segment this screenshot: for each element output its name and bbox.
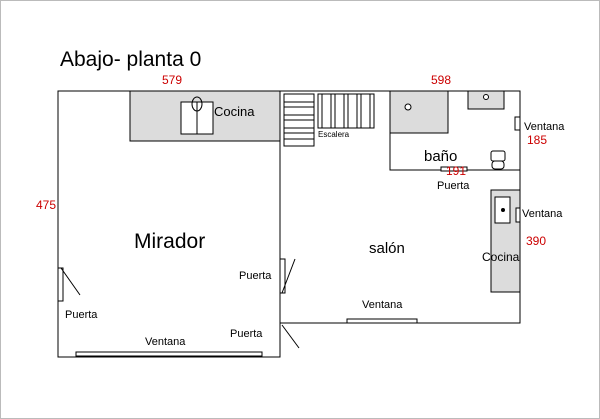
room-label-cocina-top: Cocina xyxy=(214,104,255,119)
room-label-cocina-right: Cocina xyxy=(482,250,520,264)
bathtub-icon xyxy=(389,90,449,134)
room-label-bano: baño xyxy=(424,148,457,165)
plan-title: Abajo- planta 0 xyxy=(60,48,201,71)
label-puerta-bano: Puerta xyxy=(437,180,470,192)
sink-right-drain xyxy=(501,208,505,212)
faucet-icon xyxy=(191,96,203,112)
window-bano xyxy=(514,116,521,131)
dim-bano-right: 185 xyxy=(527,133,547,147)
room-label-mirador: Mirador xyxy=(134,230,205,253)
door-left xyxy=(57,267,64,302)
basin-drain-icon xyxy=(483,94,489,100)
window-salon-bottom xyxy=(346,318,418,324)
label-ventana-bottom-left: Ventana xyxy=(145,336,186,348)
room-label-salon: salón xyxy=(369,240,405,257)
door-bano xyxy=(440,166,468,172)
toilet-tank-icon xyxy=(490,150,506,162)
room-label-escalera: Escalera xyxy=(318,130,350,139)
label-ventana-salon: Ventana xyxy=(362,299,403,311)
label-puerta-mid: Puerta xyxy=(239,270,272,282)
label-ventana-right-top: Ventana xyxy=(524,121,565,133)
dim-bano-bottom: 191 xyxy=(446,164,466,178)
stair-block-right xyxy=(317,93,375,129)
door-bottom-swing xyxy=(281,324,300,349)
label-puerta-left: Puerta xyxy=(65,309,98,321)
dim-top-left: 579 xyxy=(162,73,182,87)
dim-top-right: 598 xyxy=(431,73,451,87)
dim-left: 475 xyxy=(36,198,56,212)
label-puerta-bottom-mid: Puerta xyxy=(230,328,263,340)
dim-right: 390 xyxy=(526,234,546,248)
window-mirador-bottom xyxy=(75,351,263,357)
label-ventana-right-mid: Ventana xyxy=(522,208,563,220)
window-cocina-right xyxy=(515,207,521,223)
door-left-swing xyxy=(60,267,81,296)
toilet-icon xyxy=(491,160,505,170)
drain-icon xyxy=(404,103,412,111)
door-mid-swing xyxy=(281,258,296,294)
